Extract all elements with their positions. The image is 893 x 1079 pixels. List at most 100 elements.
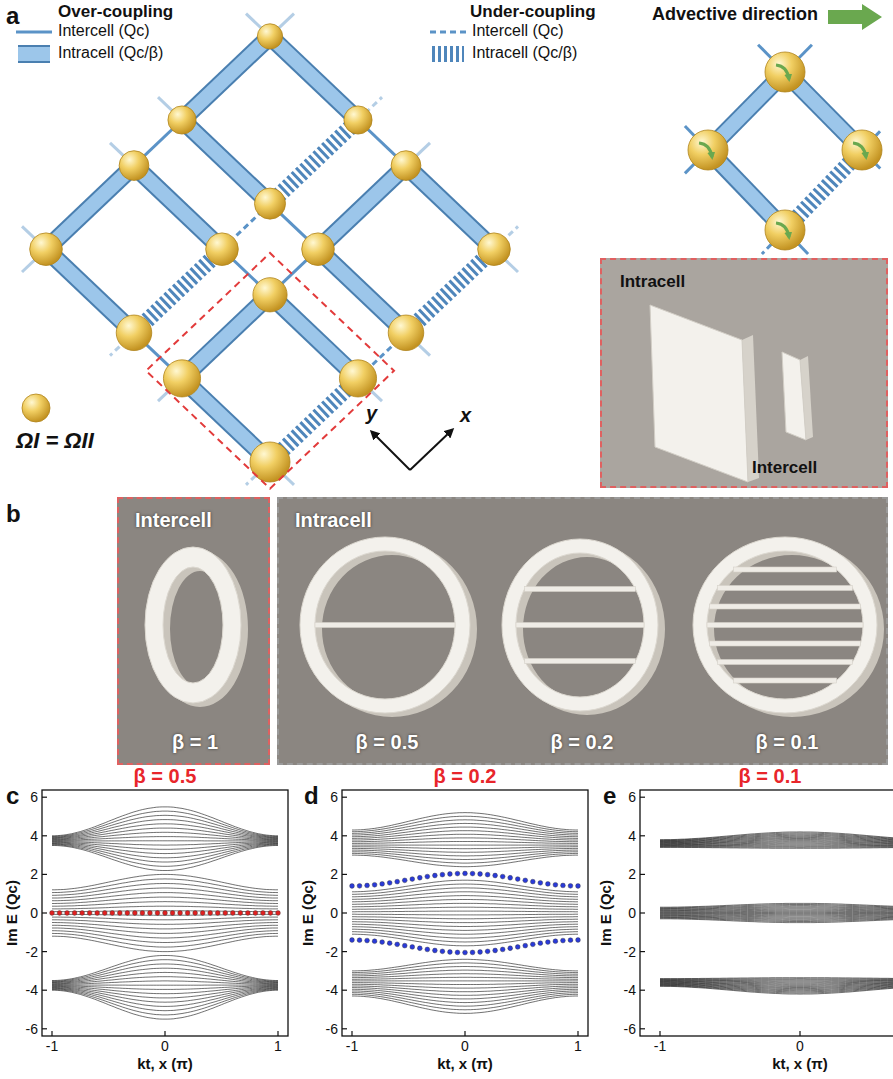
band-curve — [660, 981, 893, 983]
tick-label: 0 — [30, 905, 38, 921]
y-tick — [640, 990, 645, 991]
edge-state-dot — [463, 871, 468, 876]
edge-state-dot — [545, 940, 550, 945]
band-curve — [660, 977, 893, 979]
axis-title: Im E (Qc) — [3, 880, 20, 946]
edge-state-dot — [493, 948, 498, 953]
edge-state-dot — [200, 911, 205, 916]
band-curve — [660, 835, 893, 841]
edge-state-dot — [485, 949, 490, 954]
band-curve — [660, 832, 893, 840]
coupling-ring — [693, 537, 877, 713]
intracell-bar — [270, 36, 358, 120]
band-curve — [660, 847, 893, 849]
edge-state-dot — [410, 945, 415, 950]
band-curve — [52, 960, 278, 982]
photo-panel: Intracellβ = 0.5β = 0.2β = 0.1 — [277, 497, 888, 765]
edge-state-dot — [568, 938, 573, 943]
y-axis-arrow — [372, 432, 410, 470]
legend-heading: Over-coupling — [58, 2, 173, 22]
y-tick — [42, 797, 47, 798]
edge-state-dot — [110, 911, 115, 916]
edge-state-dot — [230, 911, 235, 916]
edge-state-dot — [402, 943, 407, 948]
band-curve — [52, 923, 278, 929]
panel-letter: c — [6, 782, 19, 810]
edge-state-dot — [493, 873, 498, 878]
band-curve — [352, 842, 578, 844]
axis-title: Im E (Qc) — [299, 880, 316, 946]
edge-state-dot — [530, 942, 535, 947]
tick-label: 1 — [274, 1038, 282, 1054]
tick-label: 4 — [628, 828, 636, 844]
resonator-sphere — [253, 278, 287, 312]
band-curve — [352, 989, 578, 999]
photo-panel: Intercellβ = 1 — [117, 497, 270, 765]
band-curve — [352, 974, 578, 978]
ring-slat — [707, 623, 863, 628]
band-curve — [52, 811, 278, 836]
x-axis-arrow — [410, 430, 452, 470]
y-tick — [342, 990, 347, 991]
band-curve — [52, 977, 278, 984]
edge-state-dot — [372, 939, 377, 944]
edge-state-dot — [253, 911, 258, 916]
edge-state-dot — [365, 938, 370, 943]
resonator-sphere — [478, 233, 511, 266]
resonator-sphere — [688, 130, 728, 170]
plot-title: β = 0.5 — [134, 765, 197, 788]
panel-letter: e — [603, 782, 616, 810]
band-curve — [52, 986, 278, 990]
resonator-sphere — [302, 233, 335, 266]
resonator-sphere — [119, 151, 149, 181]
y-tick — [640, 797, 645, 798]
band-curve — [52, 928, 278, 938]
intracell-bar-edge — [406, 166, 494, 250]
edge-state-dot — [561, 938, 566, 943]
edge-state-dot — [238, 911, 243, 916]
axis-title: kt, x (π) — [137, 1055, 193, 1072]
x-tick — [51, 1031, 52, 1036]
edge-state-dot — [500, 874, 505, 879]
resonator-sphere — [842, 130, 882, 170]
resonator-sphere — [22, 394, 50, 422]
edge-state-dot — [448, 872, 453, 877]
x-tick — [577, 1031, 578, 1036]
band-curve — [352, 919, 578, 922]
band-curve — [660, 981, 893, 982]
edge-state-dot — [523, 943, 528, 948]
ring-slat — [717, 586, 852, 591]
band-curve — [52, 931, 278, 943]
edge-state-dot — [515, 945, 520, 950]
band-curve — [52, 874, 278, 889]
band-curve — [352, 845, 578, 846]
band-curve — [352, 896, 578, 902]
band-curve — [660, 982, 893, 985]
photo-label: β = 0.5 — [356, 731, 419, 754]
photo-inset: IntracellIntercell — [600, 258, 888, 488]
y-tick — [42, 835, 47, 836]
tick-label: 0 — [161, 1038, 169, 1054]
edge-state-dot — [380, 940, 385, 945]
band-curve — [660, 979, 893, 980]
edge-state-dot — [50, 911, 55, 916]
ring-slat — [733, 678, 836, 683]
tick-label: -2 — [326, 944, 338, 960]
y-tick — [640, 951, 645, 952]
edge-state-dot — [102, 911, 107, 916]
band-curve — [52, 840, 278, 841]
band-curve — [352, 917, 578, 919]
edge-state-dot — [140, 911, 145, 916]
band-curve — [52, 842, 278, 846]
panel-letter: a — [6, 2, 19, 30]
band-curve — [352, 847, 578, 849]
edge-state-dot — [425, 874, 430, 879]
edge-state-dot — [568, 883, 573, 888]
band-curve — [352, 983, 578, 985]
intracell-bar-edge — [46, 166, 134, 250]
ring-slat — [733, 567, 836, 572]
tick-label: -4 — [26, 982, 38, 998]
edge-state-dot — [463, 950, 468, 955]
band-curve — [660, 978, 893, 979]
